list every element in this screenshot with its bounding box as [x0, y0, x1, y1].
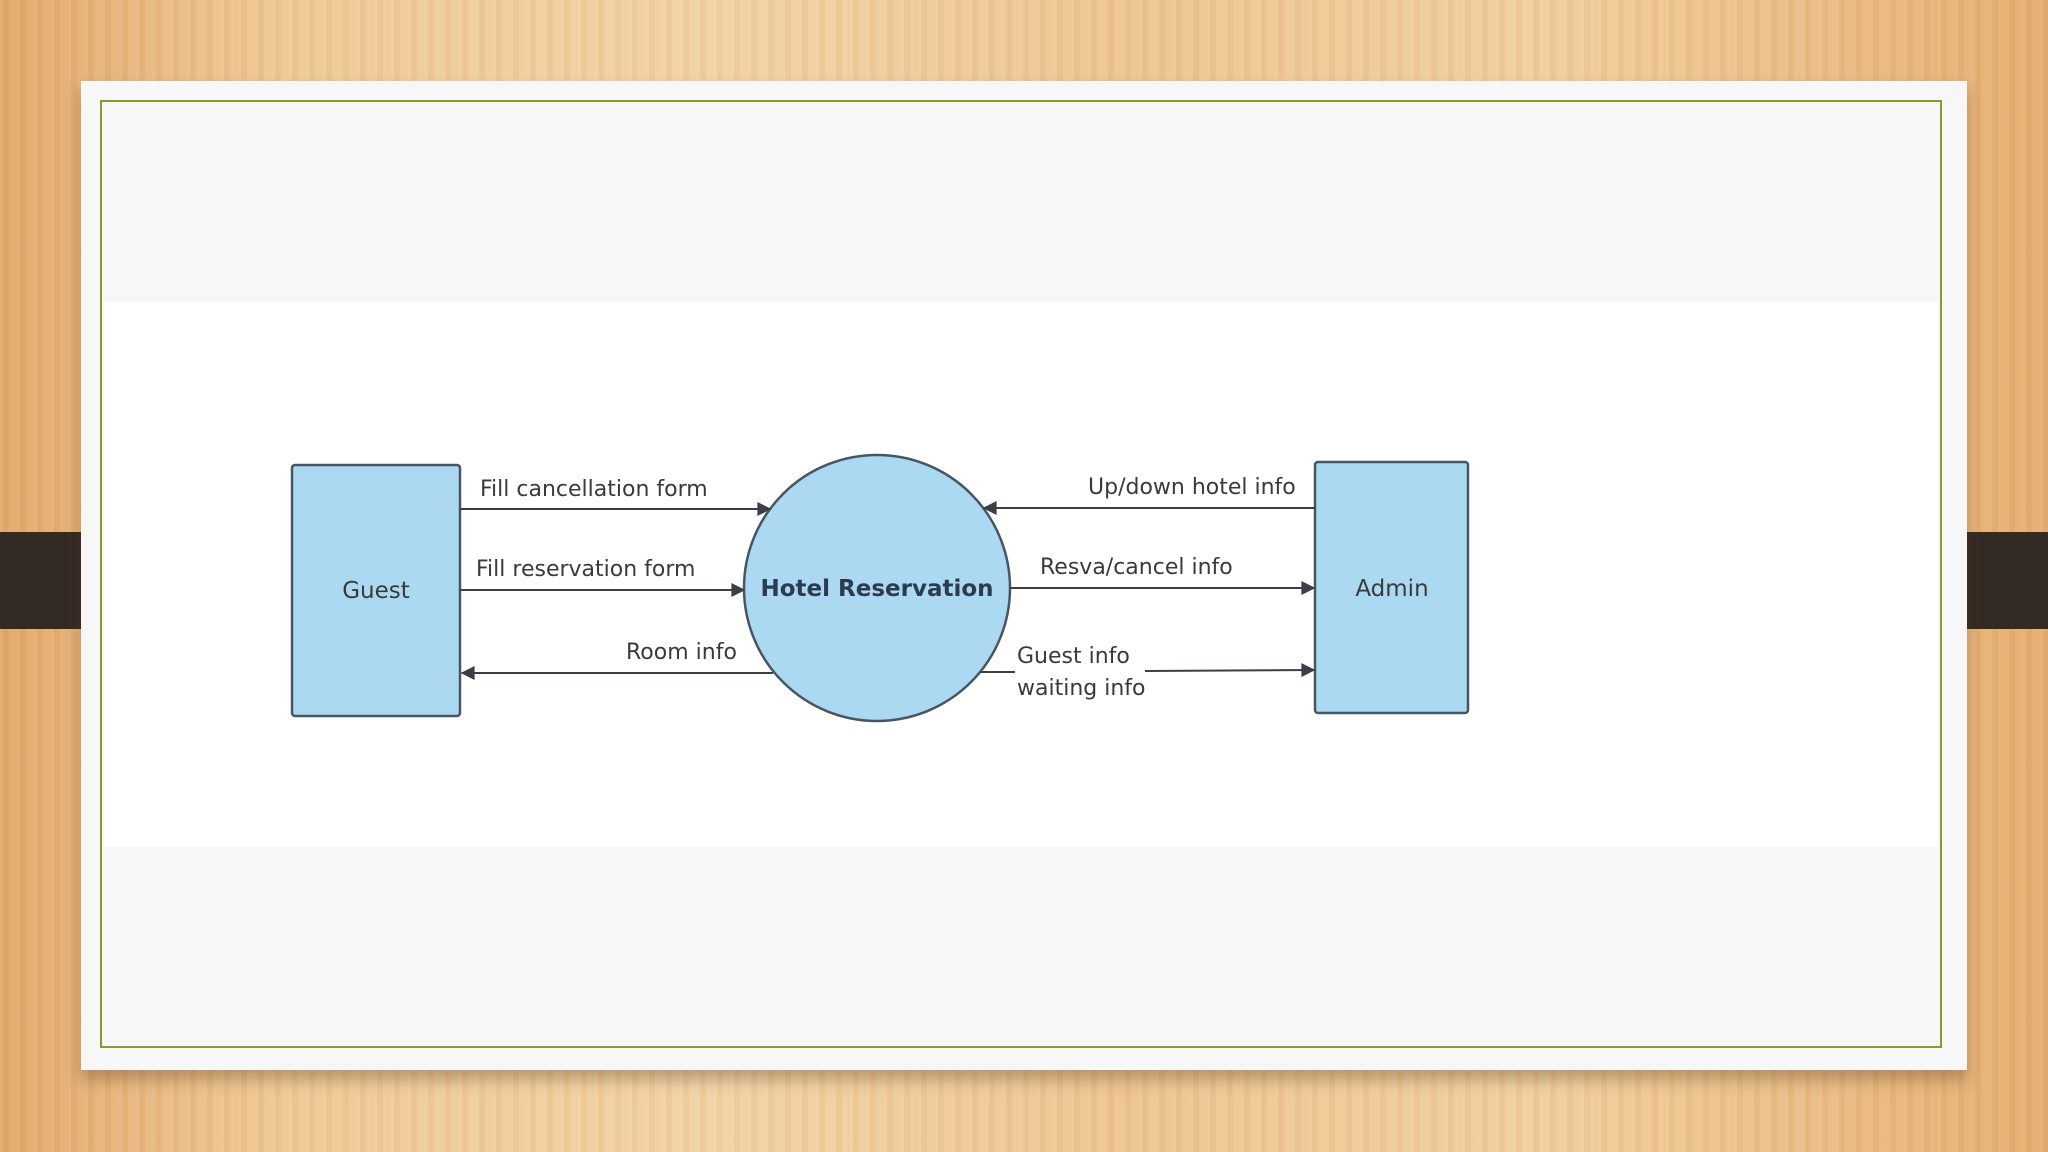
flow-guest-waiting-info: Guest info waiting info	[981, 644, 1316, 701]
guest-label: Guest	[342, 578, 410, 604]
flow-resva-cancel-info: Resva/cancel info	[1010, 555, 1316, 595]
flow-fill-cancellation: Fill cancellation form	[460, 477, 772, 516]
flow-fill-reservation: Fill reservation form	[460, 557, 746, 597]
flow-fill-cancellation-label: Fill cancellation form	[480, 477, 708, 502]
hotel-reservation-process: Hotel Reservation	[742, 453, 1012, 723]
flow-guest-info-label: Guest info	[1017, 644, 1130, 669]
admin-label: Admin	[1355, 576, 1428, 602]
guest-entity: Guest	[290, 463, 462, 718]
flow-room-info: Room info	[460, 640, 773, 680]
flow-updown-hotel-info: Up/down hotel info	[982, 475, 1315, 515]
process-label: Hotel Reservation	[760, 576, 993, 602]
flow-resva-cancel-info-label: Resva/cancel info	[1040, 555, 1233, 580]
flow-updown-hotel-info-label: Up/down hotel info	[1088, 475, 1296, 500]
flow-fill-reservation-label: Fill reservation form	[476, 557, 695, 582]
flow-room-info-label: Room info	[626, 640, 737, 665]
slide-frame	[100, 100, 1942, 1048]
flow-waiting-info-label: waiting info	[1017, 676, 1146, 701]
admin-entity: Admin	[1313, 460, 1470, 715]
